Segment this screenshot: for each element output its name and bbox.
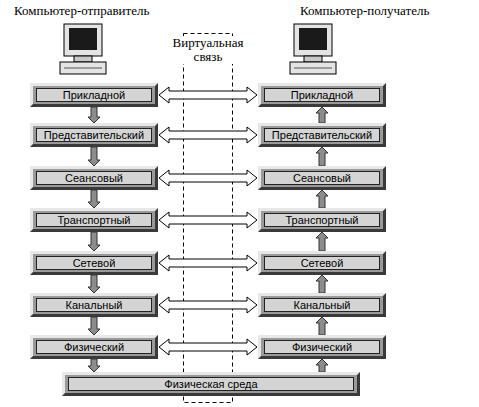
layer-name: Сеансовый	[264, 171, 380, 185]
layer-box: Транспортный	[30, 208, 158, 232]
computer-caption: Компьютер-отправитель	[14, 4, 184, 18]
layer-name: Физический	[264, 340, 380, 354]
layer-name: Прикладной	[36, 88, 152, 102]
layer-box: Канальный	[30, 293, 158, 317]
computer-icon	[60, 24, 106, 74]
computer-caption: Компьютер-получатель	[300, 4, 470, 18]
flow-arrow	[88, 107, 100, 123]
layer-name: Представительский	[264, 128, 380, 142]
layer-box: Представительский	[30, 123, 158, 147]
flow-arrow	[316, 107, 328, 123]
layer-name: Транспортный	[36, 213, 152, 227]
layer-box: Сеансовый	[30, 166, 158, 190]
peer-arrow	[159, 212, 257, 228]
layer-box: Сетевой	[30, 251, 158, 275]
layer-box: Сетевой	[258, 251, 386, 275]
layer-box: Физический	[258, 335, 386, 359]
peer-arrow	[159, 170, 257, 186]
layer-box: Транспортный	[258, 208, 386, 232]
peer-arrow	[159, 255, 257, 271]
flow-arrow	[88, 190, 100, 208]
layer-box: Прикладной	[30, 83, 158, 107]
band-label: Виртуальная связь	[158, 36, 258, 64]
flow-arrow	[88, 359, 100, 372]
layer-box: Сеансовый	[258, 166, 386, 190]
layer-name: Физическая среда	[68, 377, 354, 391]
flow-arrow	[316, 232, 328, 251]
layer-name: Сетевой	[36, 256, 152, 270]
flow-arrow	[316, 147, 328, 166]
layer-box: Канальный	[258, 293, 386, 317]
peer-arrow	[159, 127, 257, 143]
computer-icon	[290, 24, 336, 74]
layer-name: Прикладной	[264, 88, 380, 102]
layer-name: Сетевой	[264, 256, 380, 270]
peer-arrow	[159, 297, 257, 313]
flow-arrow	[88, 147, 100, 166]
flow-arrow	[88, 317, 100, 335]
layer-name: Канальный	[264, 298, 380, 312]
layer-name: Канальный	[36, 298, 152, 312]
flow-arrow	[88, 232, 100, 251]
medium-bar: Физическая среда	[62, 372, 360, 396]
layer-name: Транспортный	[264, 213, 380, 227]
layer-box: Представительский	[258, 123, 386, 147]
layer-name: Сеансовый	[36, 171, 152, 185]
peer-arrow	[159, 339, 257, 355]
layer-name: Физический	[36, 340, 152, 354]
flow-arrow	[88, 275, 100, 293]
flow-arrow	[316, 359, 328, 372]
flow-arrow	[316, 190, 328, 208]
layer-box: Физический	[30, 335, 158, 359]
flow-arrow	[316, 275, 328, 293]
layer-box: Прикладной	[258, 83, 386, 107]
layer-name: Представительский	[36, 128, 152, 142]
peer-arrow	[159, 87, 257, 103]
flow-arrow	[316, 317, 328, 335]
